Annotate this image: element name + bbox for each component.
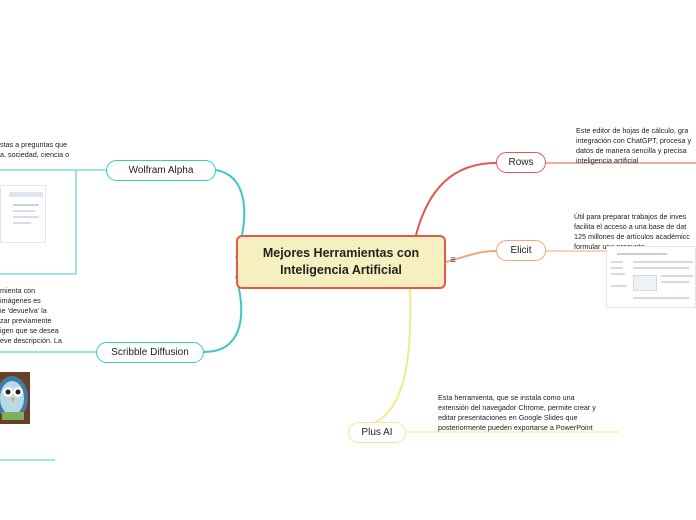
scribble-owl-image (0, 372, 30, 424)
node-rows-label: Rows (508, 157, 533, 168)
branch-scribble (204, 276, 241, 352)
node-plus-ai[interactable]: Plus AI (348, 422, 406, 443)
node-rows[interactable]: Rows (496, 152, 546, 173)
wolfram-screenshot-image (0, 185, 46, 243)
node-wolfram-alpha-label: Wolfram Alpha (129, 165, 194, 176)
central-title-line2: Inteligencia Artificial (263, 262, 419, 279)
elicit-screenshot-image (606, 246, 696, 308)
central-title-line1: Mejores Herramientas con (263, 245, 419, 262)
node-plus-ai-label: Plus AI (361, 427, 392, 438)
node-elicit[interactable]: Elicit (496, 240, 546, 261)
plusai-note: Esta herramienta, que se instala como un… (438, 393, 628, 433)
central-topic[interactable]: Mejores Herramientas con Inteligencia Ar… (236, 235, 446, 289)
node-elicit-label: Elicit (510, 245, 531, 256)
branch-rows (416, 163, 496, 235)
node-scribble-diffusion[interactable]: Scribble Diffusion (96, 342, 204, 363)
menu-lines-icon[interactable]: ≡ (450, 256, 456, 266)
node-wolfram-alpha[interactable]: Wolfram Alpha (106, 160, 216, 181)
branch-plusai (372, 289, 410, 424)
wolfram-note: stas a preguntas que a, sociedad, cienci… (0, 140, 76, 160)
node-scribble-diffusion-label: Scribble Diffusion (111, 347, 189, 358)
rows-note: Este editor de hojas de cálculo, gra int… (576, 126, 696, 166)
scribble-note: mienta con imágenes es ie 'devuelva' la … (0, 286, 70, 346)
